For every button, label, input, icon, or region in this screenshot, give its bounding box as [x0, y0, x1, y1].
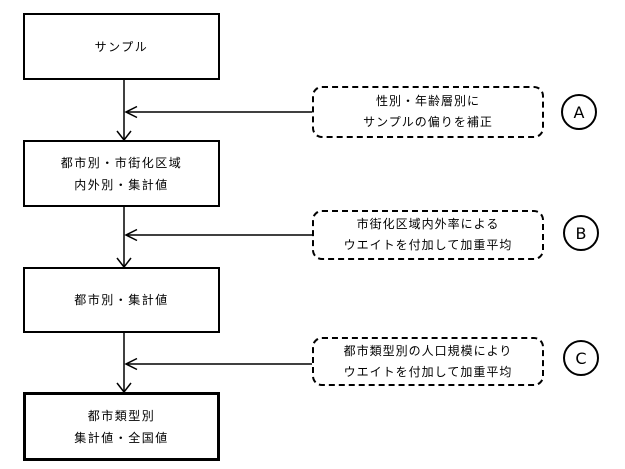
annotation-note-b: 市街化区域内外率による ウエイトを付加して加重平均: [312, 210, 544, 260]
box-text-line: 都市別・集計値: [74, 293, 169, 307]
box-text-line: サンプル: [94, 39, 149, 54]
flow-box-city-total: 都市別・集計値: [23, 267, 220, 333]
badge-label: B: [575, 223, 587, 243]
step-badge-a: A: [561, 94, 597, 130]
annotation-note-c: 都市類型別の人口規模により ウエイトを付加して加重平均: [312, 337, 544, 386]
arrow-down-icon: [116, 382, 132, 394]
note-text-line: 市街化区域内外率による: [356, 217, 500, 231]
badge-label: A: [573, 102, 585, 122]
flow-box-citytype-national: 都市類型別 集計値・全国値: [23, 392, 220, 461]
note-text-line: ウエイトを付加して加重平均: [343, 364, 513, 379]
flow-box-sample: サンプル: [23, 13, 220, 80]
badge-label: C: [575, 348, 587, 368]
flow-box-city-urbanization: 都市別・市街化区域 内外別・集計値: [23, 140, 220, 207]
step-badge-b: B: [563, 215, 599, 251]
box-text-line: 集計値・全国値: [74, 430, 169, 445]
note-text-line: 都市類型別の人口規模により: [343, 343, 513, 358]
box-text-line: 内外別・集計値: [74, 177, 169, 192]
arrow-left-icon: [124, 357, 138, 371]
note-text-line: 性別・年齢層別に: [375, 94, 480, 108]
box-text-line: 都市別・市街化区域: [60, 155, 183, 170]
step-badge-c: C: [563, 340, 599, 376]
arrow-down-icon: [116, 130, 132, 142]
arrow-down-icon: [116, 257, 132, 269]
box-text-line: 都市類型別: [87, 408, 156, 423]
annotation-note-a: 性別・年齢層別に サンプルの偏りを補正: [312, 86, 544, 138]
arrow-left-icon: [124, 228, 138, 242]
note-text-line: サンプルの偏りを補正: [363, 115, 493, 129]
arrow-left-icon: [124, 105, 138, 119]
note-text-line: ウエイトを付加して加重平均: [343, 238, 513, 252]
